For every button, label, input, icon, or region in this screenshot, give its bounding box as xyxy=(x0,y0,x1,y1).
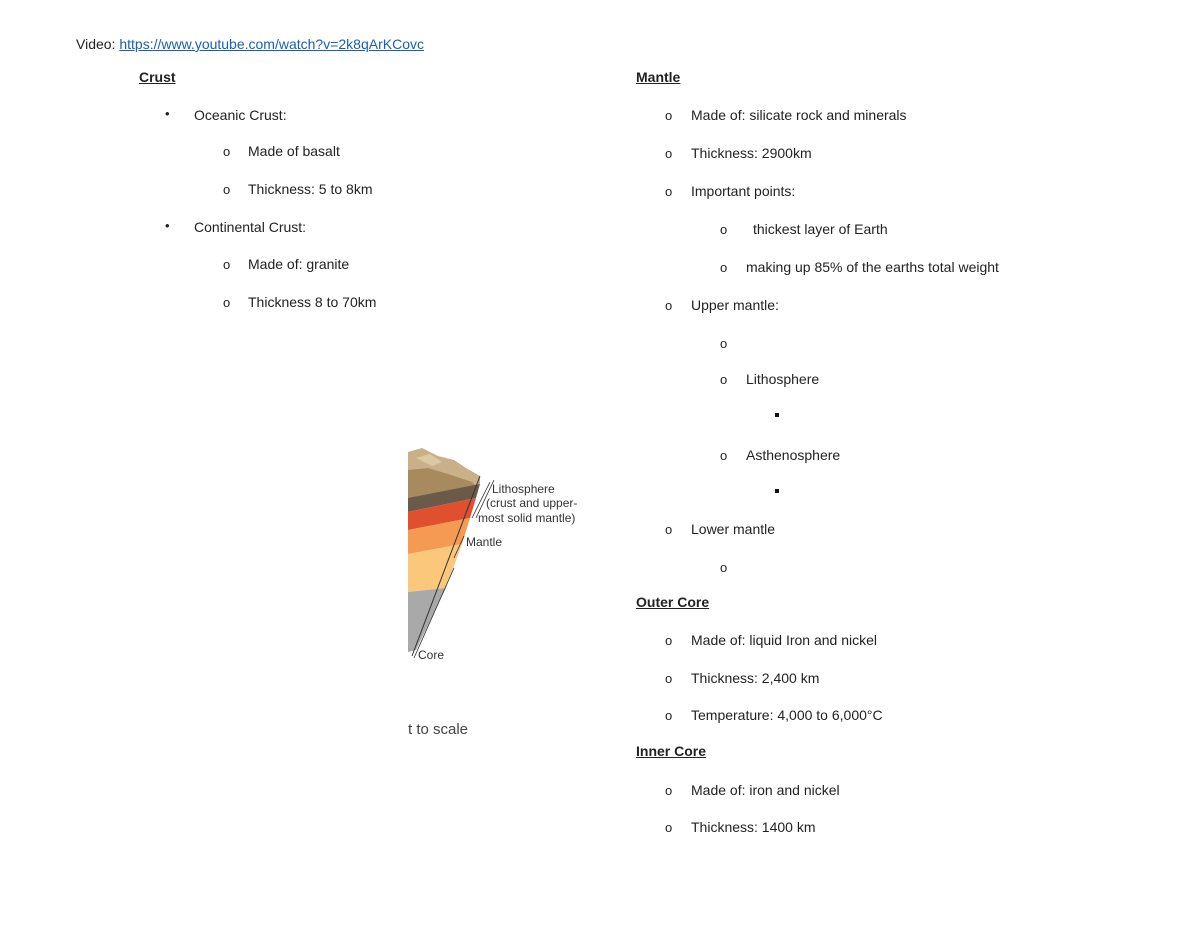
outer-core-item-3: Temperature: 4,000 to 6,000°C xyxy=(691,707,883,723)
inner-core-item-1: Made of: iron and nickel xyxy=(691,782,840,798)
outer-core-heading: Outer Core xyxy=(636,594,710,610)
circle-bullet: o xyxy=(720,372,728,387)
outer-core-item-1: Made of: liquid Iron and nickel xyxy=(691,632,877,648)
circle-bullet: o xyxy=(720,448,728,463)
important-item-1: thickest layer of Earth xyxy=(753,221,888,237)
earth-layers-diagram: Lithosphere (crust and upper- most solid… xyxy=(408,440,593,805)
scale-note: t to scale xyxy=(408,721,468,738)
video-link[interactable]: https://www.youtube.com/watch?v=2k8qArKC… xyxy=(119,36,424,52)
circle-bullet: o xyxy=(665,298,673,313)
circle-bullet: o xyxy=(665,108,673,123)
mantle-heading: Mantle xyxy=(636,69,681,85)
circle-bullet-empty: o xyxy=(720,336,728,351)
upper-mantle-band xyxy=(408,518,470,554)
lower-mantle-label: Lower mantle xyxy=(691,521,776,537)
circle-bullet: o xyxy=(223,144,231,159)
lithosphere-pointer-2 xyxy=(471,481,491,519)
earth-cross-section-image: Lithosphere (crust and upper- most solid… xyxy=(408,448,577,738)
circle-bullet: o xyxy=(665,783,673,798)
crust-heading: Crust xyxy=(139,69,176,85)
continental-crust-label: Continental Crust: xyxy=(194,219,307,235)
square-bullet xyxy=(775,413,779,417)
lithosphere-label-line-1: Lithosphere xyxy=(492,482,555,496)
lithosphere-label-line-2: (crust and upper- xyxy=(486,496,577,510)
core-label: Core xyxy=(418,648,444,662)
circle-bullet: o xyxy=(665,708,673,723)
outer-core-item-2: Thickness: 2,400 km xyxy=(691,670,820,686)
diagram-edge-line xyxy=(411,475,481,657)
circle-bullet: o xyxy=(223,257,231,272)
inner-core-item-2: Thickness: 1400 km xyxy=(691,819,816,835)
oceanic-item-1: Made of basalt xyxy=(248,143,340,159)
bullet-oceanic: • xyxy=(165,106,170,121)
lithosphere-label-line-3: most solid mantle) xyxy=(478,511,575,525)
circle-bullet: o xyxy=(720,222,728,237)
circle-bullet: o xyxy=(223,182,231,197)
circle-bullet: o xyxy=(665,633,673,648)
mantle-thickness: Thickness: 2900km xyxy=(691,145,812,161)
asthenosphere-item: Asthenosphere xyxy=(746,447,841,463)
core-band xyxy=(408,588,446,652)
upper-mantle-label: Upper mantle: xyxy=(691,297,779,313)
circle-bullet: o xyxy=(720,260,728,275)
oceanic-item-2: Thickness: 5 to 8km xyxy=(248,181,373,197)
circle-bullet: o xyxy=(223,295,231,310)
lithosphere-pointer xyxy=(475,479,495,519)
continental-item-1: Made of: granite xyxy=(248,256,350,272)
core-pointer xyxy=(413,567,455,659)
oceanic-crust-label: Oceanic Crust: xyxy=(194,107,287,123)
mantle-pointer xyxy=(453,535,465,559)
circle-bullet: o xyxy=(665,146,673,161)
video-line: Video: https://www.youtube.com/watch?v=2… xyxy=(76,35,424,53)
crust-band xyxy=(408,484,480,512)
circle-bullet: o xyxy=(665,820,673,835)
continental-item-2: Thickness 8 to 70km xyxy=(248,294,377,310)
square-bullet xyxy=(775,489,779,493)
inner-core-heading: Inner Core xyxy=(636,743,707,759)
circle-bullet: o xyxy=(665,522,673,537)
mantle-label: Mantle xyxy=(466,535,502,549)
terrain-highlight-shape xyxy=(416,454,442,466)
important-item-2: making up 85% of the earths total weight xyxy=(746,259,999,275)
circle-bullet: o xyxy=(665,184,673,199)
lithosphere-item: Lithosphere xyxy=(746,371,820,387)
mantle-important-label: Important points: xyxy=(691,183,796,199)
circle-bullet-empty: o xyxy=(720,560,728,575)
bullet-continental: • xyxy=(165,218,170,233)
mantle-made-of: Made of: silicate rock and minerals xyxy=(691,107,907,123)
video-label: Video: xyxy=(76,36,116,52)
lithosphere-band xyxy=(408,498,476,530)
circle-bullet: o xyxy=(665,671,673,686)
